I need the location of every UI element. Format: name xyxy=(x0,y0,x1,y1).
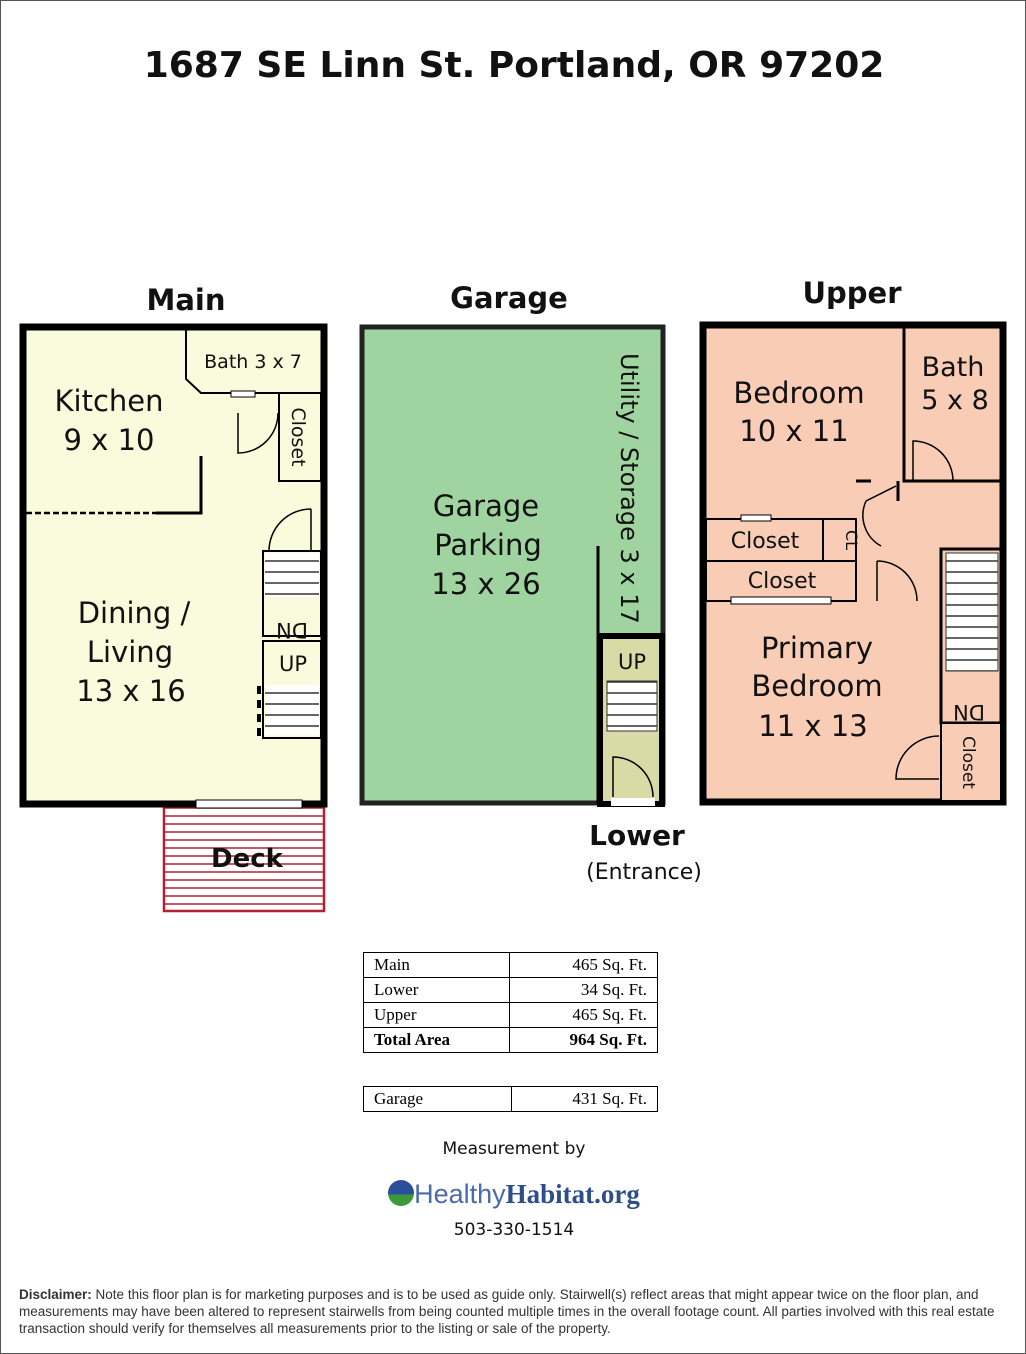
phone-number: 503-330-1514 xyxy=(453,1220,575,1240)
upper-floor-label: Upper xyxy=(802,276,902,310)
closet-label: Closet xyxy=(748,569,817,594)
area-name: Upper xyxy=(363,1002,510,1028)
stairs-up xyxy=(265,685,319,735)
lower-sublabel: (Entrance) xyxy=(586,860,702,885)
closet-label: Closet xyxy=(958,736,978,789)
garage-size: 13 x 26 xyxy=(431,567,540,601)
upper-dn-label: DN xyxy=(953,700,985,724)
area-name: Total Area xyxy=(363,1027,510,1053)
area-value: 465 Sq. Ft. xyxy=(508,952,659,978)
living-label: Living xyxy=(87,635,173,669)
primary-size: 11 x 13 xyxy=(758,709,867,743)
logo-text-habitat: Habitat.org xyxy=(505,1179,640,1209)
garage-stairs xyxy=(606,680,658,732)
area-value: 34 Sq. Ft. xyxy=(508,977,659,1003)
dn-label: DN xyxy=(276,618,308,642)
dining-label: Dining / xyxy=(78,596,191,630)
measurement-by: Measurement by xyxy=(442,1139,586,1159)
logo-text-healthy: Healthy xyxy=(414,1179,506,1209)
garage-floor-label: Garage xyxy=(450,281,568,315)
stairs-down xyxy=(265,553,319,597)
up-label: UP xyxy=(279,652,307,676)
cl-label: CL xyxy=(842,530,861,550)
deck xyxy=(162,804,326,913)
house-globe-icon xyxy=(388,1180,415,1206)
area-name: Garage xyxy=(363,1086,512,1112)
kitchen-label: Kitchen xyxy=(55,384,164,418)
closet-label: Closet xyxy=(731,529,800,554)
lower-floor-label: Lower xyxy=(589,819,685,852)
area-value: 465 Sq. Ft. xyxy=(508,1002,659,1028)
dining-size: 13 x 16 xyxy=(76,674,185,708)
upper-stairs xyxy=(945,552,999,672)
upper-bath-size: 5 x 8 xyxy=(921,385,989,416)
upper-bath-label: Bath xyxy=(922,352,985,383)
main-floor-label: Main xyxy=(146,283,225,317)
garage-up-label: UP xyxy=(618,650,646,674)
healthy-habitat-logo: HealthyHabitat.org xyxy=(1,1179,1025,1210)
primary-label: Primary xyxy=(761,631,873,665)
page-title: 1687 SE Linn St. Portland, OR 97202 xyxy=(143,45,885,86)
disclaimer-label: Disclaimer: xyxy=(19,1287,92,1302)
bedroom-size: 10 x 11 xyxy=(739,414,848,448)
disclaimer: Disclaimer: Note this floor plan is for … xyxy=(19,1286,1014,1337)
area-value: 964 Sq. Ft. xyxy=(508,1027,659,1053)
area-name: Lower xyxy=(363,977,510,1003)
kitchen-size: 9 x 10 xyxy=(64,423,155,457)
primary-bedroom-label: Bedroom xyxy=(751,669,882,703)
parking-label: Parking xyxy=(434,528,542,562)
disclaimer-text: Note this floor plan is for marketing pu… xyxy=(19,1287,995,1336)
area-value: 431 Sq. Ft. xyxy=(511,1086,658,1112)
utility-storage-label: Utility / Storage 3 x 17 xyxy=(615,353,643,624)
closet-label: Closet xyxy=(287,407,309,466)
deck-label: Deck xyxy=(211,844,284,874)
bedroom-label: Bedroom xyxy=(733,376,864,410)
bath-label: Bath 3 x 7 xyxy=(204,351,302,373)
area-name: Main xyxy=(363,952,510,978)
garage-label: Garage xyxy=(433,489,539,523)
